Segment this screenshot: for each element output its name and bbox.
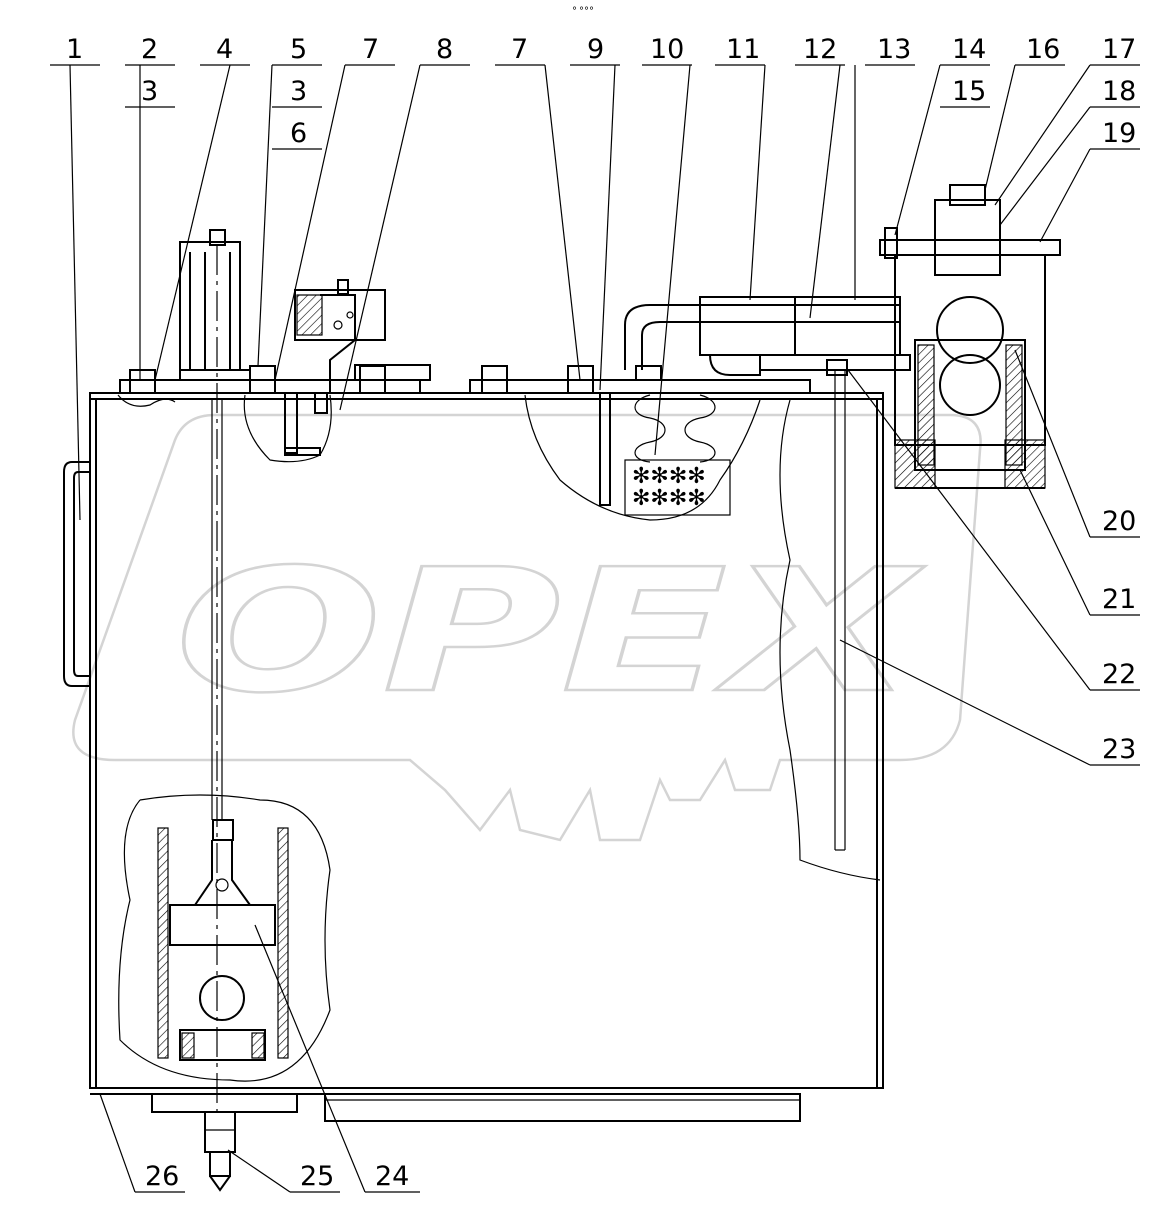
callout-15: 15: [952, 76, 986, 107]
callout-21: 21: [1102, 584, 1136, 615]
suction-filter: [879, 184, 1061, 489]
section-breakout-right: [779, 399, 881, 881]
piping: [624, 296, 911, 851]
callout-23: 23: [1102, 734, 1136, 765]
callout-20: 20: [1102, 506, 1136, 537]
callout-18: 18: [1102, 76, 1136, 107]
tank-body: [89, 392, 884, 1192]
callout-25: 25: [300, 1161, 334, 1192]
callout-8: 8: [436, 34, 453, 65]
callout-19: 19: [1102, 118, 1136, 149]
callout-24: 24: [375, 1161, 409, 1192]
callout-7-a: 7: [362, 34, 379, 65]
callout-22: 22: [1102, 659, 1136, 690]
side-handle: [63, 461, 90, 687]
level-gauge: [179, 229, 241, 1112]
callout-10: 10: [650, 34, 684, 65]
callout-6: 6: [290, 118, 307, 149]
svg-text:✻✻✻✻: ✻✻✻✻: [632, 464, 706, 489]
svg-text:✻✻✻✻: ✻✻✻✻: [632, 486, 706, 511]
top-mark: ° °°°: [572, 6, 594, 17]
callout-11: 11: [726, 34, 760, 65]
section-breakout-left: [117, 392, 332, 463]
callout-14: 14: [952, 34, 986, 65]
callout-3-a: 3: [141, 76, 158, 107]
watermark-text: OPEX: [175, 533, 926, 731]
section-breakout-bottom: [118, 794, 331, 1082]
callout-9: 9: [587, 34, 604, 65]
callout-1: 1: [66, 34, 83, 65]
callout-13: 13: [877, 34, 911, 65]
watermark-logo: OPEX: [72, 413, 982, 842]
return-filter: ✻✻✻✻ ✻✻✻✻: [524, 392, 761, 521]
callout-26: 26: [145, 1161, 179, 1192]
callout-17: 17: [1102, 34, 1136, 65]
callout-16: 16: [1026, 34, 1060, 65]
callout-4: 4: [216, 34, 233, 65]
callout-2: 2: [141, 34, 158, 65]
callout-12: 12: [803, 34, 837, 65]
callout-5: 5: [290, 34, 307, 65]
callout-3-b: 3: [290, 76, 307, 107]
callout-labels: 1 2 3 4 5 3 6 7 8 7 9 10 11 12 13 14 15 …: [66, 34, 1136, 1192]
drain-plug: [204, 1111, 236, 1192]
callout-7-b: 7: [511, 34, 528, 65]
air-breather: [294, 279, 431, 414]
leader-lines: [50, 64, 1140, 1193]
